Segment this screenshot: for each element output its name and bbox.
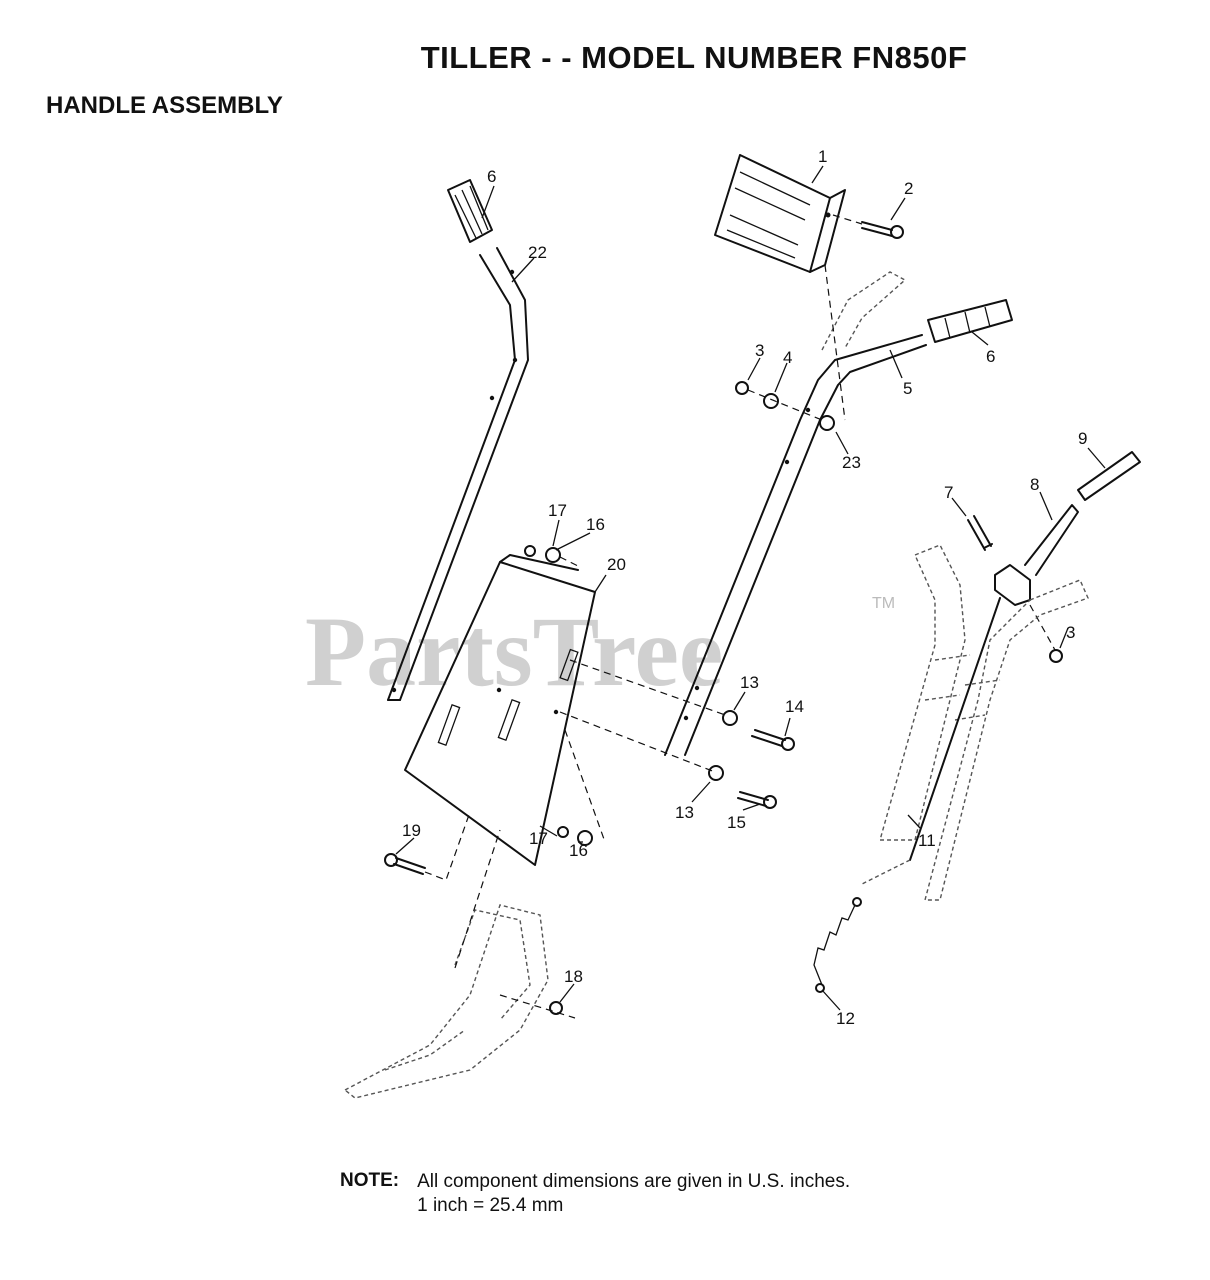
bottom-nut-washer <box>557 729 606 846</box>
callout-5: 5 <box>903 379 912 398</box>
watermark: PartsTree <box>305 596 723 707</box>
callout-6-right: 6 <box>986 347 995 366</box>
callout-18: 18 <box>564 967 583 986</box>
right-handle-tube <box>664 264 927 756</box>
control-lever <box>994 504 1079 606</box>
callout-23: 23 <box>842 453 861 472</box>
callout-13-lower: 13 <box>675 803 694 822</box>
callout-8: 8 <box>1030 475 1039 494</box>
callout-6-left: 6 <box>487 167 496 186</box>
mounting-plate <box>404 554 596 866</box>
frame-bolt <box>384 811 471 881</box>
callout-12: 12 <box>836 1009 855 1028</box>
note: NOTE: All component dimensions are given… <box>340 1170 850 1218</box>
callout-17-upper: 17 <box>548 501 567 520</box>
control-panel <box>714 154 846 273</box>
screw <box>832 214 904 239</box>
note-label: NOTE: <box>340 1170 400 1191</box>
callout-11: 11 <box>918 831 936 850</box>
tiller-frame <box>343 829 549 1099</box>
ghost-handle <box>879 544 1089 901</box>
lever-nut <box>1029 604 1063 663</box>
callout-22: 22 <box>528 243 547 262</box>
callout-19: 19 <box>402 821 421 840</box>
note-text: All component dimensions are given in U.… <box>417 1170 850 1218</box>
bolts-and-washers <box>559 659 795 809</box>
callout-15: 15 <box>727 813 746 832</box>
nut-and-washers <box>735 381 835 431</box>
page-title: TILLER - - MODEL NUMBER FN850F <box>420 40 968 75</box>
leader-lines <box>395 165 1106 1011</box>
control-cable <box>859 597 1001 886</box>
callout-14: 14 <box>785 697 804 716</box>
callout-3-upper: 3 <box>755 341 764 360</box>
note-line-dimensions: All component dimensions are given in U.… <box>417 1171 851 1192</box>
callout-17-lower: 17 <box>529 829 548 848</box>
callout-16-upper: 16 <box>586 515 605 534</box>
left-grip <box>447 179 493 243</box>
lever-grip <box>1077 451 1141 501</box>
top-nut-washer <box>524 545 579 567</box>
callout-4: 4 <box>783 348 792 367</box>
callouts: 1 2 3 3 4 5 6 6 7 8 9 11 12 13 13 14 15 … <box>402 147 1087 1028</box>
note-line-conversion: 1 inch = 25.4 mm <box>417 1195 564 1216</box>
right-grip <box>927 299 1013 343</box>
callout-20: 20 <box>607 555 626 574</box>
frame-nut <box>499 994 576 1019</box>
left-handle-tube <box>387 247 529 701</box>
cable-spring <box>813 897 862 993</box>
callout-1: 1 <box>818 147 827 166</box>
callout-13-upper: 13 <box>740 673 759 692</box>
callout-3-lower: 3 <box>1066 623 1075 642</box>
lever-bolt <box>967 515 993 551</box>
callout-2: 2 <box>904 179 913 198</box>
watermark-tm: TM <box>872 595 895 612</box>
callout-16-lower: 16 <box>569 841 588 860</box>
callout-7: 7 <box>944 483 953 502</box>
section-title: HANDLE ASSEMBLY <box>46 92 283 119</box>
callout-9: 9 <box>1078 429 1087 448</box>
